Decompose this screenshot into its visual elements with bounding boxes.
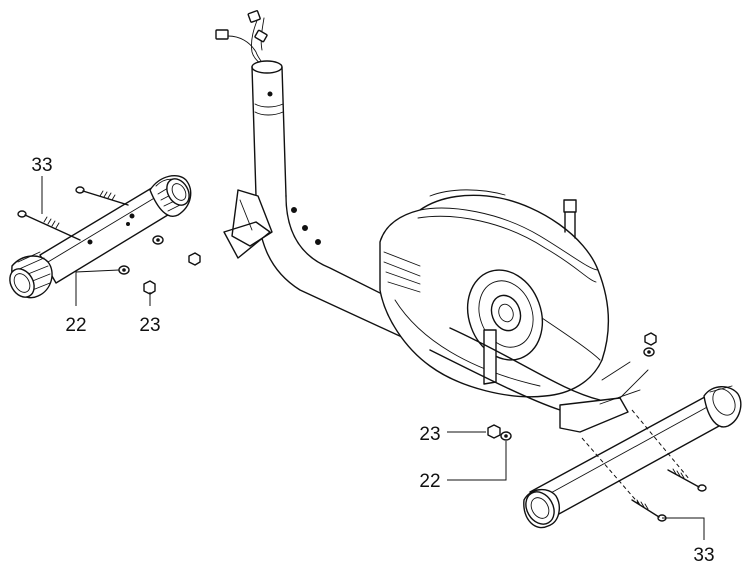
alignment-line-2 [581,437,641,506]
rear-stabilizer-assembly [447,332,742,540]
leader-line-22-left [75,269,120,306]
rear-nut-upper [644,332,657,346]
flywheel-shroud [379,189,610,398]
rear-post [563,199,577,239]
front-stabilizer-assembly [9,174,201,306]
front-washer-lower [118,265,130,275]
rear-stabilizer-end-cap-right [703,385,742,428]
callout-23-left: 23 [139,315,160,336]
front-bolt-upper [75,186,129,206]
rear-washer-upper [643,347,655,357]
callout-22-left: 22 [65,315,86,336]
main-frame [215,10,649,433]
rear-bolt-upper [667,468,707,492]
callout-33-right: 33 [693,545,714,566]
alignment-line-1 [631,409,691,481]
leader-line-22-right [447,441,507,481]
rear-nut-lower [487,424,501,439]
front-bracket [223,189,273,259]
front-stabilizer-end-cap-left [9,251,53,299]
rear-bolt-lower [631,499,667,522]
callout-33-left: 33 [31,155,52,176]
leader-line-33-right [662,517,705,540]
callout-23-right: 23 [419,424,440,445]
front-nut-lower [143,280,156,295]
rear-stabilizer-end-cap-left [523,489,560,529]
front-bolt-lower [17,210,81,241]
rear-washer-lower [500,431,512,441]
front-washer-upper [152,235,164,245]
callout-22-right: 22 [419,471,440,492]
front-stabilizer-end-cap-right [149,174,192,217]
front-nut-upper [188,252,201,266]
rear-foot-bracket [429,327,649,433]
seat-post-tube [251,60,287,197]
